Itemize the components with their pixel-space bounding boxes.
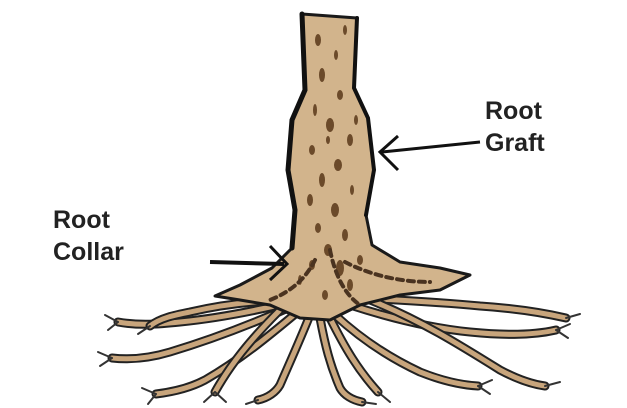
bark-mark <box>342 229 348 241</box>
root-graft-arrow <box>380 136 480 170</box>
bark-mark <box>347 279 353 291</box>
root <box>335 315 478 386</box>
bark-mark <box>322 290 328 300</box>
bark-mark <box>331 203 339 217</box>
bark-mark <box>315 34 321 46</box>
bark-mark <box>354 115 358 125</box>
bark-mark <box>357 255 363 265</box>
root-collar-label-line1: Root <box>53 204 124 236</box>
root-collar-label: Root Collar <box>53 204 124 268</box>
rootlet <box>204 392 215 402</box>
bark-mark <box>319 68 325 82</box>
root-outline <box>335 315 478 386</box>
bark-mark <box>309 145 315 155</box>
bark-mark <box>326 136 330 144</box>
root-collar-arrow <box>210 246 287 280</box>
root-graft-label-line2: Graft <box>485 127 545 159</box>
bark-mark <box>334 159 342 171</box>
rootlet <box>215 392 226 402</box>
bark-mark <box>343 25 347 35</box>
bark-mark <box>350 185 354 195</box>
bark-mark <box>334 50 338 60</box>
bark-mark <box>307 194 313 206</box>
root-graft-label-line1: Root <box>485 95 545 127</box>
bark-mark <box>326 118 334 132</box>
bark-mark <box>347 134 353 146</box>
root-collar-label-line2: Collar <box>53 236 124 268</box>
root-graft-label: Root Graft <box>485 95 545 159</box>
bark-mark <box>313 104 317 116</box>
bark-mark <box>315 223 321 233</box>
bark-mark <box>319 173 325 187</box>
rootlet <box>378 392 390 402</box>
bark-mark <box>337 90 343 100</box>
